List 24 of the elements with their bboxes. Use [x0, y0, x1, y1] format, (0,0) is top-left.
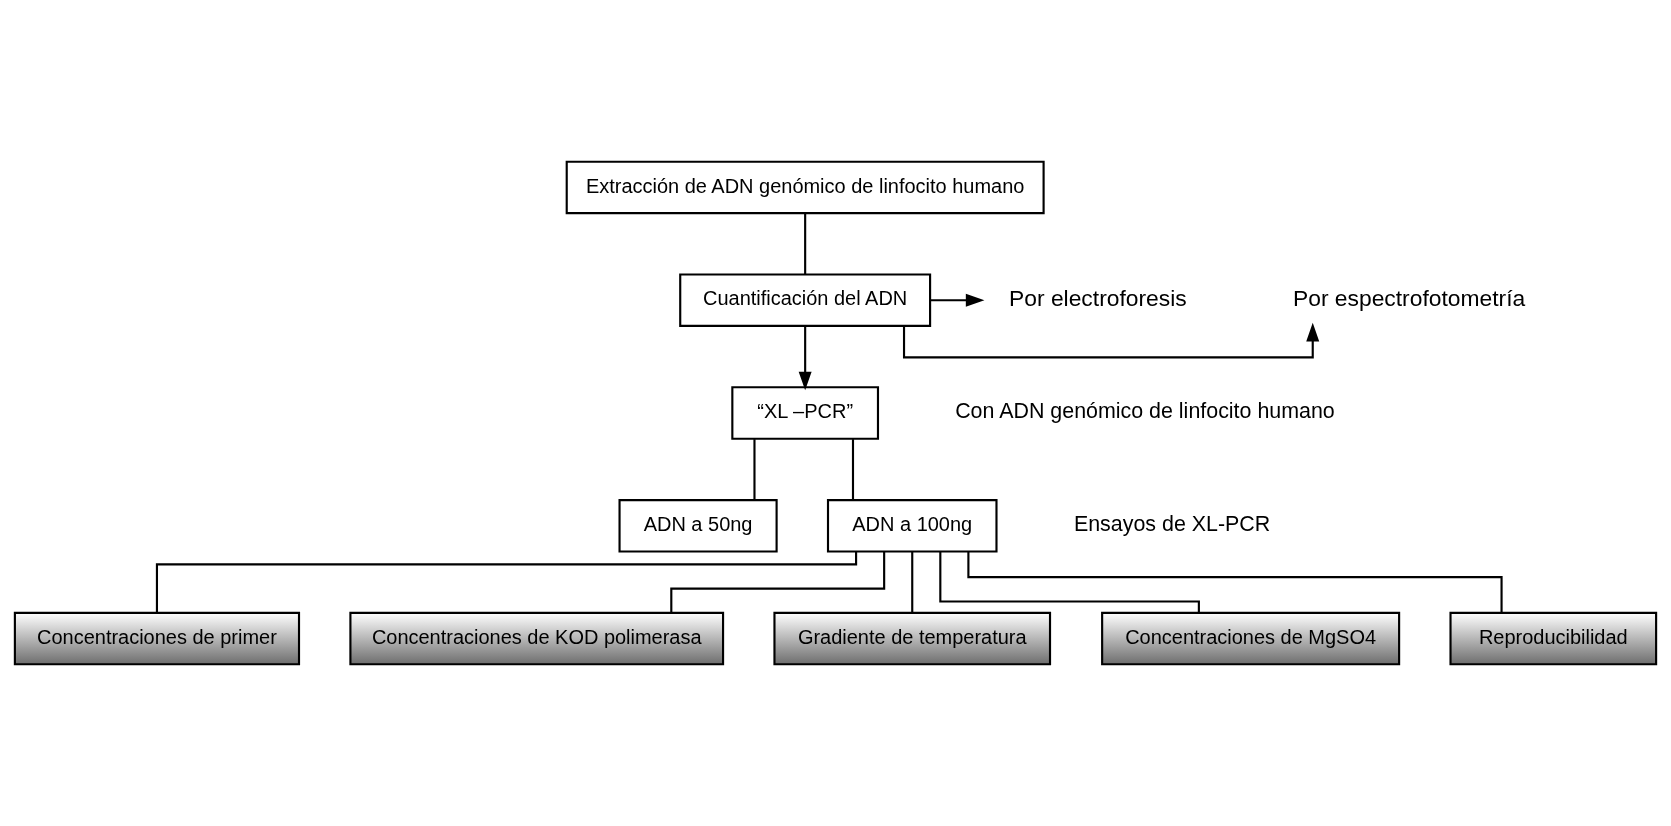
connector	[939, 551, 1200, 613]
connector	[753, 439, 756, 500]
label: Con ADN genómico de linfocito humano	[955, 399, 1335, 423]
arrow	[902, 322, 1320, 359]
node-box: Concentraciones de MgSO4	[1101, 611, 1401, 666]
arrow	[930, 293, 985, 307]
connector	[804, 213, 807, 275]
node-box: Extracción de ADN genómico de linfocito humano	[565, 160, 1045, 215]
node-text: Por espectrofotometría	[1293, 284, 1526, 311]
connector	[911, 551, 914, 613]
node-box: Cuantificación del ADN	[679, 273, 932, 327]
label: Ensayos de XL-PCR	[1073, 511, 1271, 536]
connector	[967, 552, 1503, 613]
node-box: “XL –PCR”	[731, 386, 880, 440]
node-box: Gradiente de temperatura	[773, 611, 1052, 666]
node-text: Por electroforesis	[1009, 284, 1187, 311]
arrow	[798, 326, 812, 391]
connector	[851, 439, 855, 500]
node-box: ADN a 50ng	[618, 499, 778, 553]
node-box: Concentraciones de primer	[13, 611, 301, 666]
connector	[155, 551, 858, 613]
node-box: Concentraciones de KOD polimerasa	[349, 611, 725, 666]
node-box: ADN a 100ng	[826, 499, 998, 553]
node-box: Reproducibilidad	[1449, 611, 1658, 666]
